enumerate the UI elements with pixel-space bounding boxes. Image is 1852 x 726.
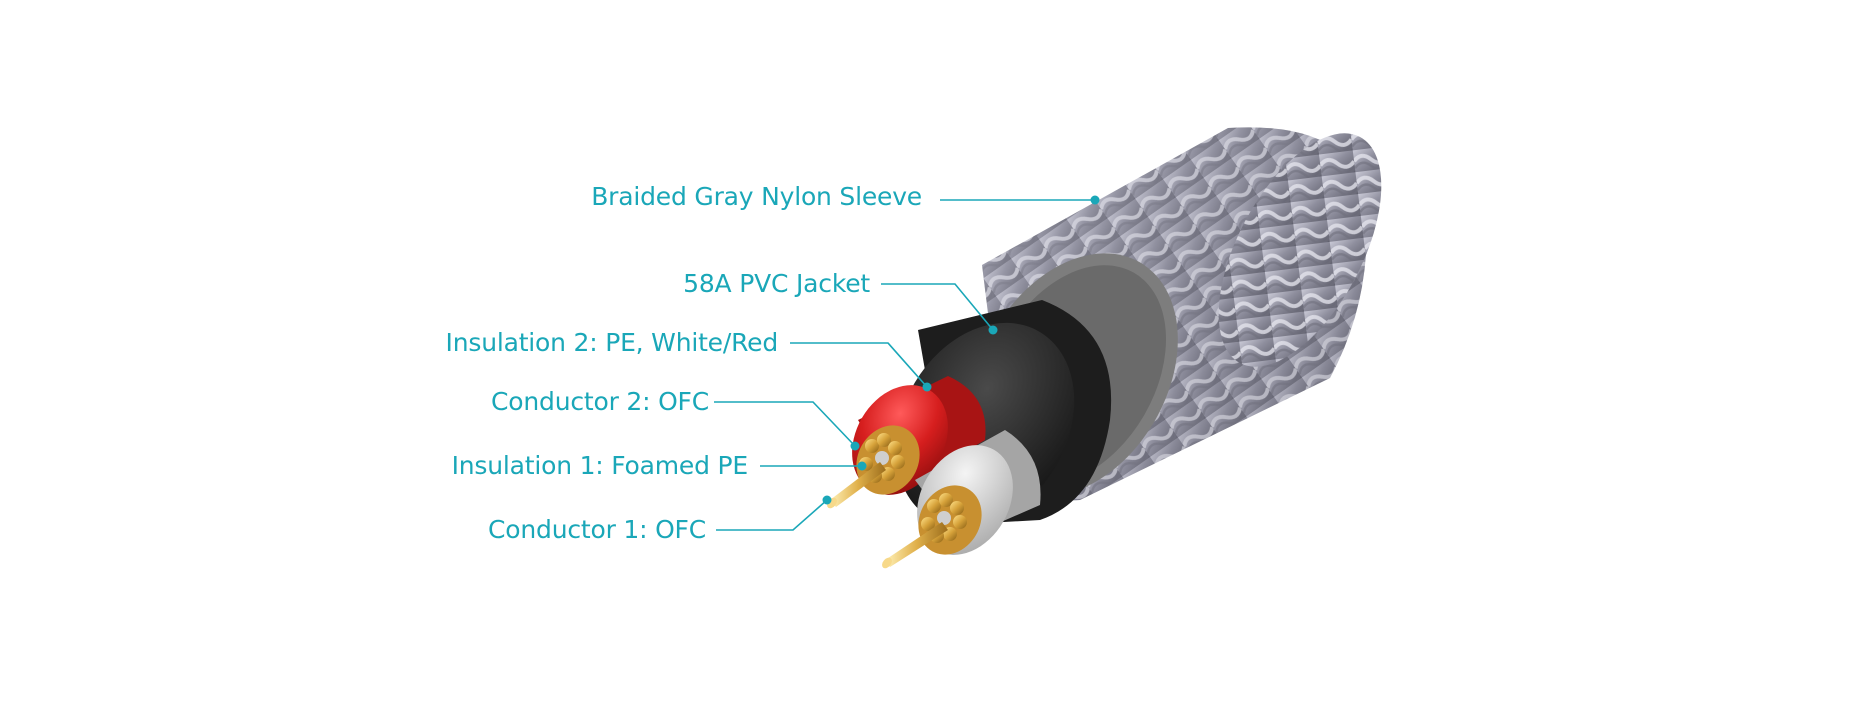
- callout-dot-conductor-2: [850, 441, 860, 451]
- callout-labels: Braided Gray Nylon Sleeve 58A PVC Jacket…: [446, 182, 923, 544]
- callout-dot-conductor-1: [822, 495, 832, 505]
- callout-line-jacket: [881, 283, 994, 331]
- callout-dot-sleeve: [1090, 195, 1100, 205]
- label-jacket: 58A PVC Jacket: [683, 269, 870, 298]
- callout-line-conductor-2: [714, 401, 856, 447]
- label-insulation-1: Insulation 1: Foamed PE: [452, 451, 748, 480]
- callout-line-conductor-1: [716, 499, 828, 531]
- cable-illustration: [827, 127, 1382, 569]
- label-sleeve: Braided Gray Nylon Sleeve: [591, 182, 922, 211]
- callout-line-insulation-2: [790, 342, 928, 388]
- label-conductor-2: Conductor 2: OFC: [491, 387, 709, 416]
- callout-lines: [714, 199, 1095, 531]
- label-insulation-2: Insulation 2: PE, White/Red: [446, 328, 778, 357]
- copper-strands-1: [921, 493, 967, 543]
- callout-dot-insulation-1: [857, 461, 867, 471]
- callout-dot-insulation-2: [922, 382, 932, 392]
- callout-dots: [822, 195, 1100, 505]
- label-conductor-1: Conductor 1: OFC: [488, 515, 706, 544]
- callout-dot-jacket: [988, 325, 998, 335]
